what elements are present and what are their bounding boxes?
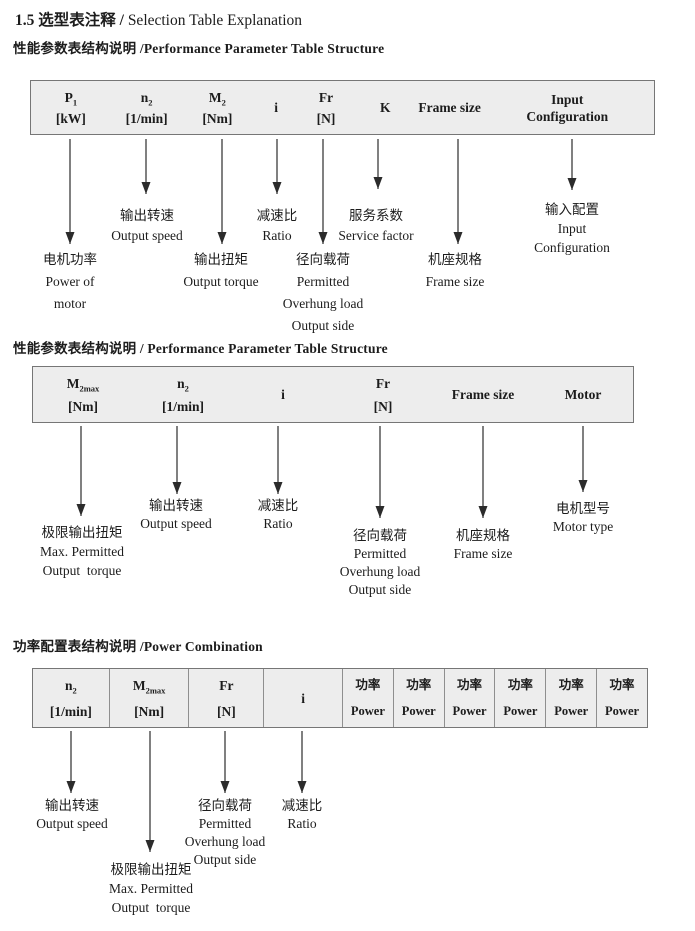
page-title-en: Selection Table Explanation <box>123 12 303 29</box>
table2-col-n2: n2[1/min] <box>162 376 204 414</box>
label-s1-power-of-motor: 电机功率 Power of motor <box>43 252 97 311</box>
table3-col-n2: n2[1/min] <box>49 678 92 719</box>
label-s1-ratio: 减速比 Ratio <box>256 208 298 243</box>
table1-col-input-configuration: Input Configuration <box>526 91 609 124</box>
table2-col-fr: Fr[N] <box>373 376 393 414</box>
label-s3-output-speed: 输出转速 Output speed <box>36 798 108 831</box>
table3-col-m2max: M2max[Nm] <box>108 669 189 727</box>
table1-col-p1: P1[kW] <box>55 90 86 126</box>
label-s2-overhung-load: 径向载荷 Permitted Overhung load Output side <box>339 528 421 597</box>
table2-col-motor: Motor <box>564 387 602 402</box>
table3-col-i: i <box>263 669 342 727</box>
page-title-number-zh: 1.5 选型表注释 / <box>15 12 124 29</box>
table2-col-i: i <box>281 387 285 402</box>
label-s2-frame-size: 机座规格 Frame size <box>453 528 513 561</box>
label-s3-overhung-load: 径向载荷 Permitted Overhung load Output side <box>184 798 266 867</box>
table2-performance-header: M2max[Nm] n2[1/min] i Fr[N] Frame size M… <box>32 366 634 423</box>
table1-col-n2: n2[1/min] <box>125 90 168 126</box>
table2-col-m2max: M2max[Nm] <box>66 376 100 414</box>
label-s1-overhung-load: 径向载荷 Permitted Overhung load Output side <box>282 252 364 333</box>
label-s2-ratio: 减速比 Ratio <box>257 498 299 531</box>
section2-heading: 性能参数表结构说明 / Performance Parameter Table … <box>13 341 388 356</box>
section3-heading: 功率配置表结构说明 /Power Combination <box>13 639 263 654</box>
table2-col-frame-size: Frame size <box>451 387 515 402</box>
table1-col-i: i <box>274 100 279 115</box>
label-s2-output-speed: 输出转速 Output speed <box>140 498 212 531</box>
label-s3-ratio: 减速比 Ratio <box>281 798 323 831</box>
table1-performance-header: P1[kW] n2[1/min] M2[Nm] i Fr[N] K Frame … <box>30 80 655 135</box>
table3-col-fr: Fr[N] <box>188 669 263 727</box>
label-s2-max-output-torque: 极限输出扭矩 Max. Permitted Output torque <box>40 525 124 578</box>
table1-col-fr: Fr[N] <box>316 90 336 126</box>
table1-col-m2: M2[Nm] <box>202 90 233 126</box>
section1-heading: 性能参数表结构说明 /Performance Parameter Table S… <box>13 41 385 56</box>
page-title: 1.5 选型表注释 / Selection Table Explanation <box>15 8 302 30</box>
table1-col-k: K <box>379 100 391 115</box>
label-s1-output-speed: 输出转速 Output speed <box>111 208 183 243</box>
label-s1-input-configuration: 输入配置 Input Configuration <box>534 202 610 255</box>
label-s1-frame-size: 机座规格 Frame size <box>425 252 485 289</box>
label-s3-max-output-torque: 极限输出扭矩 Max. Permitted Output torque <box>109 862 193 915</box>
label-s1-output-torque: 输出扭矩 Output torque <box>183 252 259 289</box>
table1-col-frame-size: Frame size <box>418 100 481 115</box>
label-s2-motor-type: 电机型号 Motor type <box>552 501 614 534</box>
label-s1-service-factor: 服务系数 Service factor <box>338 208 414 243</box>
